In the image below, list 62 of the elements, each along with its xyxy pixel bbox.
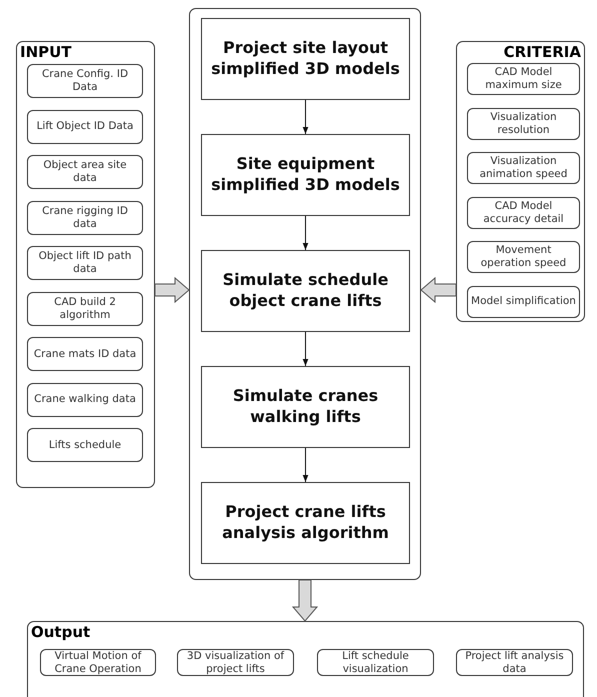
data-box [456,649,573,676]
box-label: CAD Model maximum size [484,66,563,92]
block-arrow [420,276,456,304]
data-box [27,246,143,280]
process-label: Site equipment simplified 3D models [210,154,401,196]
box-label: Crane Config. ID Data [40,68,130,94]
data-box [27,200,143,234]
arrow [302,332,308,366]
data-box [467,286,580,318]
box-label: Virtual Motion of Crane Operation [54,650,142,676]
process-box [201,482,410,564]
box-label: Crane mats ID data [34,348,136,360]
block-arrow [154,276,190,304]
box-label: Visualization resolution [489,110,558,136]
arrow [302,100,308,134]
group-panel [456,41,585,322]
group-heading: Output [31,625,90,640]
data-box [27,337,143,371]
data-box [27,292,143,326]
process-box [201,250,410,332]
process-label: Project site layout simplified 3D models [210,38,401,80]
box-label: Lift schedule visualization [341,650,410,676]
block-arrow [292,580,318,622]
arrow [302,448,308,482]
process-label: Simulate cranes walking lifts [232,386,380,428]
process-label: Project crane lifts analysis algorithm [221,502,390,544]
box-label: Movement operation speed [480,244,568,270]
box-label: Crane rigging ID data [41,204,129,230]
data-box [27,155,143,189]
data-box [27,382,143,416]
data-box [40,649,156,676]
group-heading: INPUT [20,45,72,60]
group-heading: CRITERIA [504,45,581,60]
data-box [27,64,143,98]
box-label: 3D visualization of project lifts [186,650,286,676]
box-label: Visualization animation speed [478,155,568,181]
box-label: CAD Model accuracy detail [482,200,565,226]
process-box [201,366,410,448]
process-label: Simulate schedule object crane lifts [222,270,390,312]
group-panel [27,621,584,697]
data-box [467,108,580,140]
box-label: Model simplification [471,295,576,308]
data-box [317,649,434,676]
container-box [189,8,421,580]
box-label: Crane walking data [34,393,136,406]
group-panel [16,41,155,488]
box-label: Lifts schedule [48,438,122,452]
box-label: Object lift ID path data [38,250,132,276]
data-box [27,428,143,462]
arrow [302,216,308,250]
box-label: Project lift analysis data [464,650,565,676]
process-box [201,134,410,216]
data-box [467,152,580,184]
process-box [201,18,410,100]
box-label: Lift Object ID Data [36,120,134,133]
data-box [467,196,580,228]
data-box [27,110,143,144]
box-label: Object area site data [42,159,128,185]
data-box [467,63,580,95]
data-box [177,649,294,676]
data-box [467,241,580,273]
box-label: CAD build 2 algorithm [53,296,117,322]
